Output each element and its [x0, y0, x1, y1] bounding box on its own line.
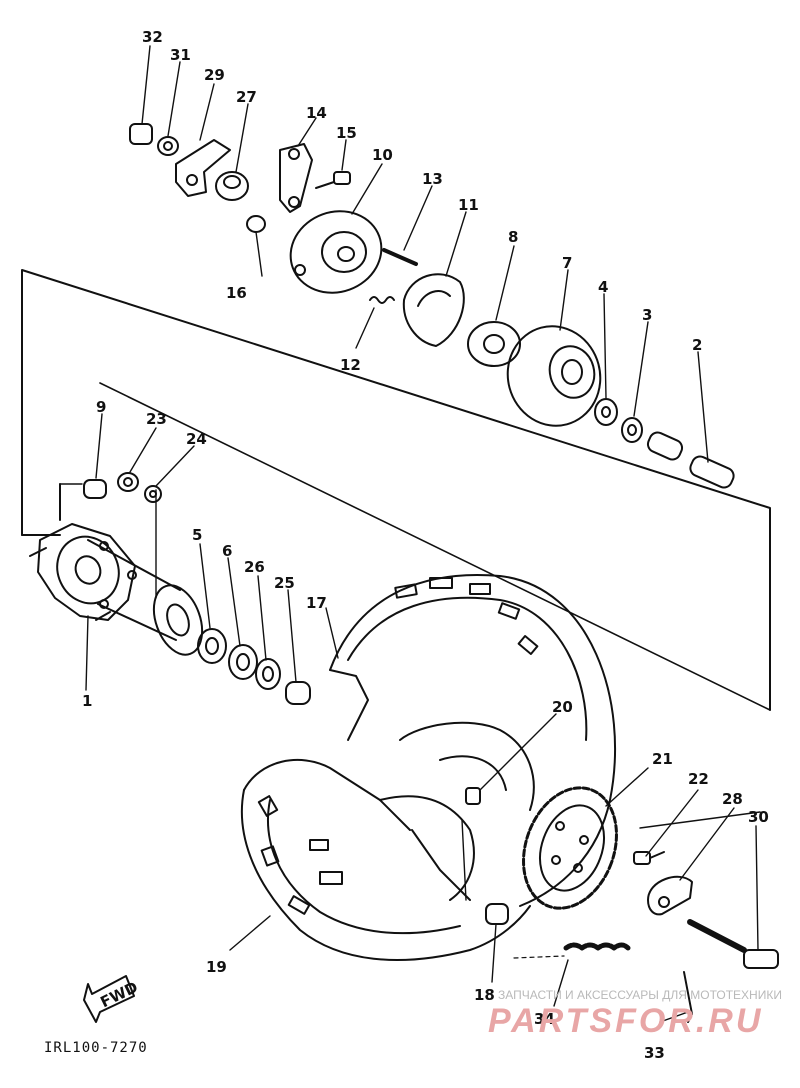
- callout-6: 6: [222, 542, 232, 560]
- reference-frame-lines: [21, 269, 771, 829]
- callout-14: 14: [306, 104, 327, 122]
- bearings-and-seals: [197, 628, 311, 705]
- callout-10: 10: [372, 146, 393, 164]
- callout-24: 24: [186, 430, 207, 448]
- leader-lines: [85, 45, 759, 1023]
- brake-assembly: [129, 123, 735, 489]
- callout-33: 33: [644, 1044, 665, 1062]
- watermark-logo-text: PARTSFOR.RU: [488, 1002, 763, 1040]
- callout-4: 4: [598, 278, 608, 296]
- callout-20: 20: [552, 698, 573, 716]
- callout-25: 25: [274, 574, 295, 592]
- watermark-tagline: ЗАПЧАСТИ И АКСЕССУАРЫ ДЛЯ МОТОТЕХНИКИ: [498, 988, 782, 1002]
- sprocket-and-chain: [513, 786, 779, 1023]
- wheel-and-tire: [240, 574, 617, 962]
- callout-16: 16: [226, 284, 247, 302]
- callout-31: 31: [170, 46, 191, 64]
- callout-3: 3: [642, 306, 652, 324]
- callout-11: 11: [458, 196, 479, 214]
- callout-28: 28: [722, 790, 743, 808]
- callout-23: 23: [146, 410, 167, 428]
- callout-17: 17: [306, 594, 327, 612]
- callout-19: 19: [206, 958, 227, 976]
- callout-30: 30: [748, 808, 769, 826]
- callout-26: 26: [244, 558, 265, 576]
- callout-32: 32: [142, 28, 163, 46]
- callout-27: 27: [236, 88, 257, 106]
- callout-18: 18: [474, 986, 495, 1004]
- callout-15: 15: [336, 124, 357, 142]
- document-code: IRL100-7270: [44, 1040, 148, 1056]
- callout-7: 7: [562, 254, 572, 272]
- callout-8: 8: [508, 228, 518, 246]
- callout-labels: 1 2 3 4 5 6 7 8 9 10 11 12 13 14 15 16 1…: [82, 28, 769, 1062]
- callout-1: 1: [82, 692, 92, 710]
- callout-12: 12: [340, 356, 361, 374]
- callout-9: 9: [96, 398, 106, 416]
- rear-hub: [29, 523, 204, 656]
- callout-13: 13: [422, 170, 443, 188]
- watermark-logo: PARTSFOR.RU: [488, 1002, 763, 1040]
- callout-5: 5: [192, 526, 202, 544]
- callout-2: 2: [692, 336, 702, 354]
- callout-21: 21: [652, 750, 673, 768]
- callout-22: 22: [688, 770, 709, 788]
- spacer-parts: [59, 472, 162, 521]
- callout-29: 29: [204, 66, 225, 84]
- fwd-arrow-icon: FWD: [83, 975, 141, 1023]
- callout-34: 34: [534, 1010, 555, 1028]
